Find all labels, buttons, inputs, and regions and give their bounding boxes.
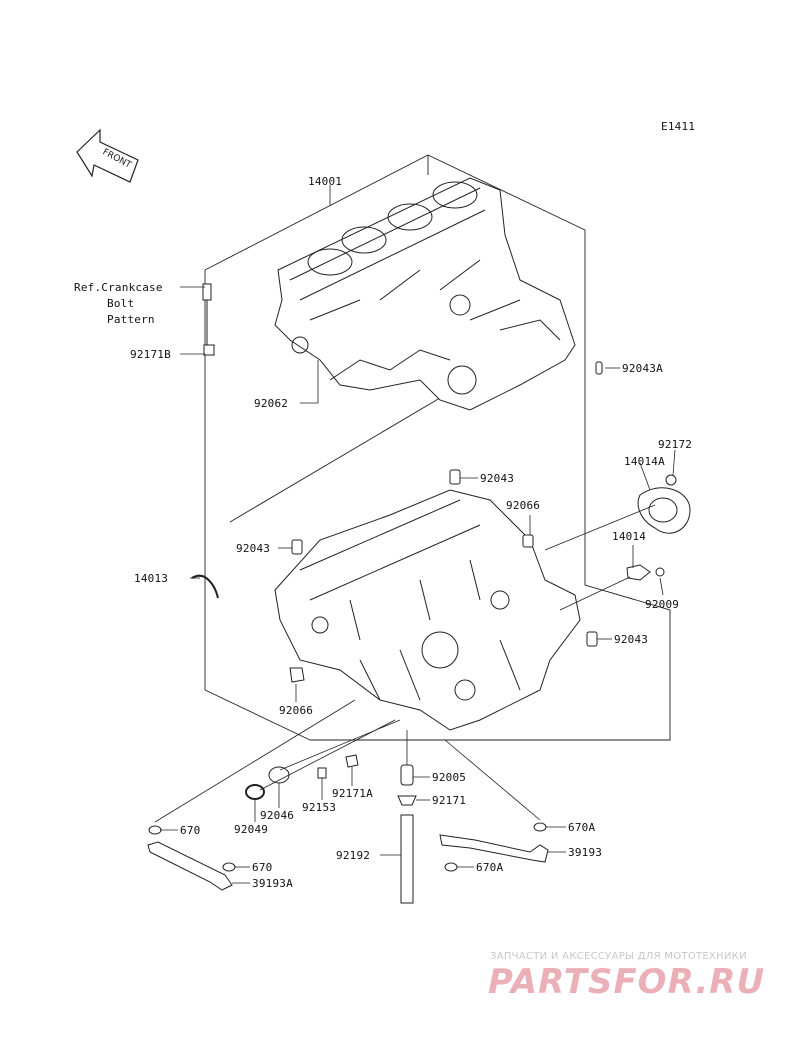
lower-crankcase [274, 489, 581, 731]
part-label-92043: 92043 [236, 542, 271, 555]
part-label-92046: 92046 [260, 809, 295, 822]
part-label-92009: 92009 [645, 598, 680, 611]
upper-crankcase [274, 177, 576, 411]
part-label-92066: 92066 [506, 499, 541, 512]
part-label-39193: 39193 [568, 846, 603, 859]
part-label-92171B: 92171B [130, 348, 171, 361]
part-label-670: 670 [180, 824, 201, 837]
part-label-14013: 14013 [134, 572, 169, 585]
bolt-part [202, 283, 215, 356]
ref-note-line-3: Pattern [107, 313, 155, 326]
part-label-92172: 92172 [658, 438, 693, 451]
part-label-92192: 92192 [336, 849, 371, 862]
part-label-14014: 14014 [612, 530, 647, 543]
part-label-92043: 92043 [480, 472, 515, 485]
part-label-92005: 92005 [432, 771, 467, 784]
part-label-92062: 92062 [254, 397, 289, 410]
watermark-tagline: ЗАПЧАСТИ И АКСЕССУАРЫ ДЛЯ МОТОТЕХНИКИ [490, 951, 747, 962]
part-label-92066: 92066 [279, 704, 314, 717]
part-label-92043A: 92043A [622, 362, 663, 375]
ref-note-line-2: Bolt [107, 297, 135, 310]
part-label-14014A: 14014A [624, 455, 665, 468]
part-label-670A: 670A [568, 821, 596, 834]
part-label-92171: 92171 [432, 794, 467, 807]
small-parts [147, 361, 691, 904]
part-label-670A: 670A [476, 861, 504, 874]
part-label-92171A: 92171A [332, 787, 373, 800]
upper-crankcase-frame [204, 154, 671, 741]
ref-note-line-1: Ref.Crankcase [74, 281, 163, 294]
part-label-670: 670 [252, 861, 273, 874]
part-label-92043: 92043 [614, 633, 649, 646]
part-label-14001: 14001 [308, 175, 343, 188]
watermark-brand: PARTSFOR.RU [488, 962, 766, 1002]
diagram-code: E1411 [661, 120, 696, 133]
part-label-39193A: 39193A [252, 877, 293, 890]
part-label-92049: 92049 [234, 823, 269, 836]
part-label-92153: 92153 [302, 801, 337, 814]
leader-lines [154, 185, 676, 884]
front-arrow-icon: FRONT [76, 128, 139, 183]
